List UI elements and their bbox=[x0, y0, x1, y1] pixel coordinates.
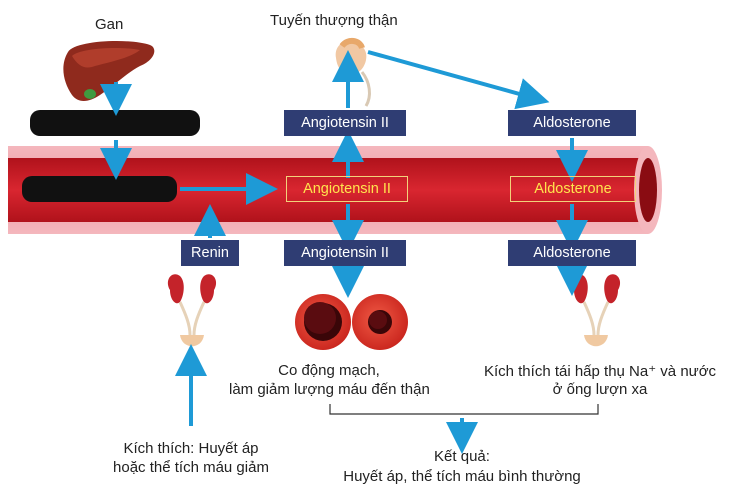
redacted-label bbox=[30, 110, 200, 136]
result-bracket bbox=[329, 404, 599, 415]
reabsorb-line1: Kích thích tái hấp thụ Na⁺ và nước bbox=[483, 363, 717, 380]
renin-box: Renin bbox=[181, 240, 239, 266]
result-line1: Kết quả: bbox=[434, 448, 490, 465]
stimulus-line1: Kích thích: Huyết áp bbox=[123, 440, 259, 457]
result-line2: Huyết áp, thể tích máu bình thường bbox=[343, 468, 581, 485]
angiotensin-ii-box-top: Angiotensin II bbox=[284, 110, 406, 136]
angiotensin-ii-box-bottom: Angiotensin II bbox=[284, 240, 406, 266]
arrows bbox=[100, 50, 588, 454]
liver-label: Gan bbox=[95, 16, 124, 33]
vasoconstriction-line2: làm giảm lượng máu đến thận bbox=[229, 381, 430, 398]
vasoconstriction-line1: Co động mạch, bbox=[278, 362, 380, 379]
aldosterone-box-top: Aldosterone bbox=[508, 110, 636, 136]
redacted-label-vessel bbox=[22, 176, 177, 202]
liver-icon bbox=[63, 40, 155, 101]
aldosterone-vessel-label: Aldosterone bbox=[510, 176, 636, 202]
adrenal-gland-icon bbox=[335, 38, 371, 107]
adrenal-label: Tuyến thượng thận bbox=[270, 12, 398, 29]
angiotensin-ii-vessel-label: Angiotensin II bbox=[286, 176, 408, 202]
kidney-icon-right bbox=[571, 274, 621, 347]
aldosterone-box-bottom: Aldosterone bbox=[508, 240, 636, 266]
stimulus-line2: hoặc thể tích máu giảm bbox=[113, 459, 269, 476]
reabsorb-line2: ở ống lượn xa bbox=[552, 381, 648, 398]
artery-cross-section-icon bbox=[295, 294, 408, 350]
kidney-icon bbox=[167, 274, 217, 347]
